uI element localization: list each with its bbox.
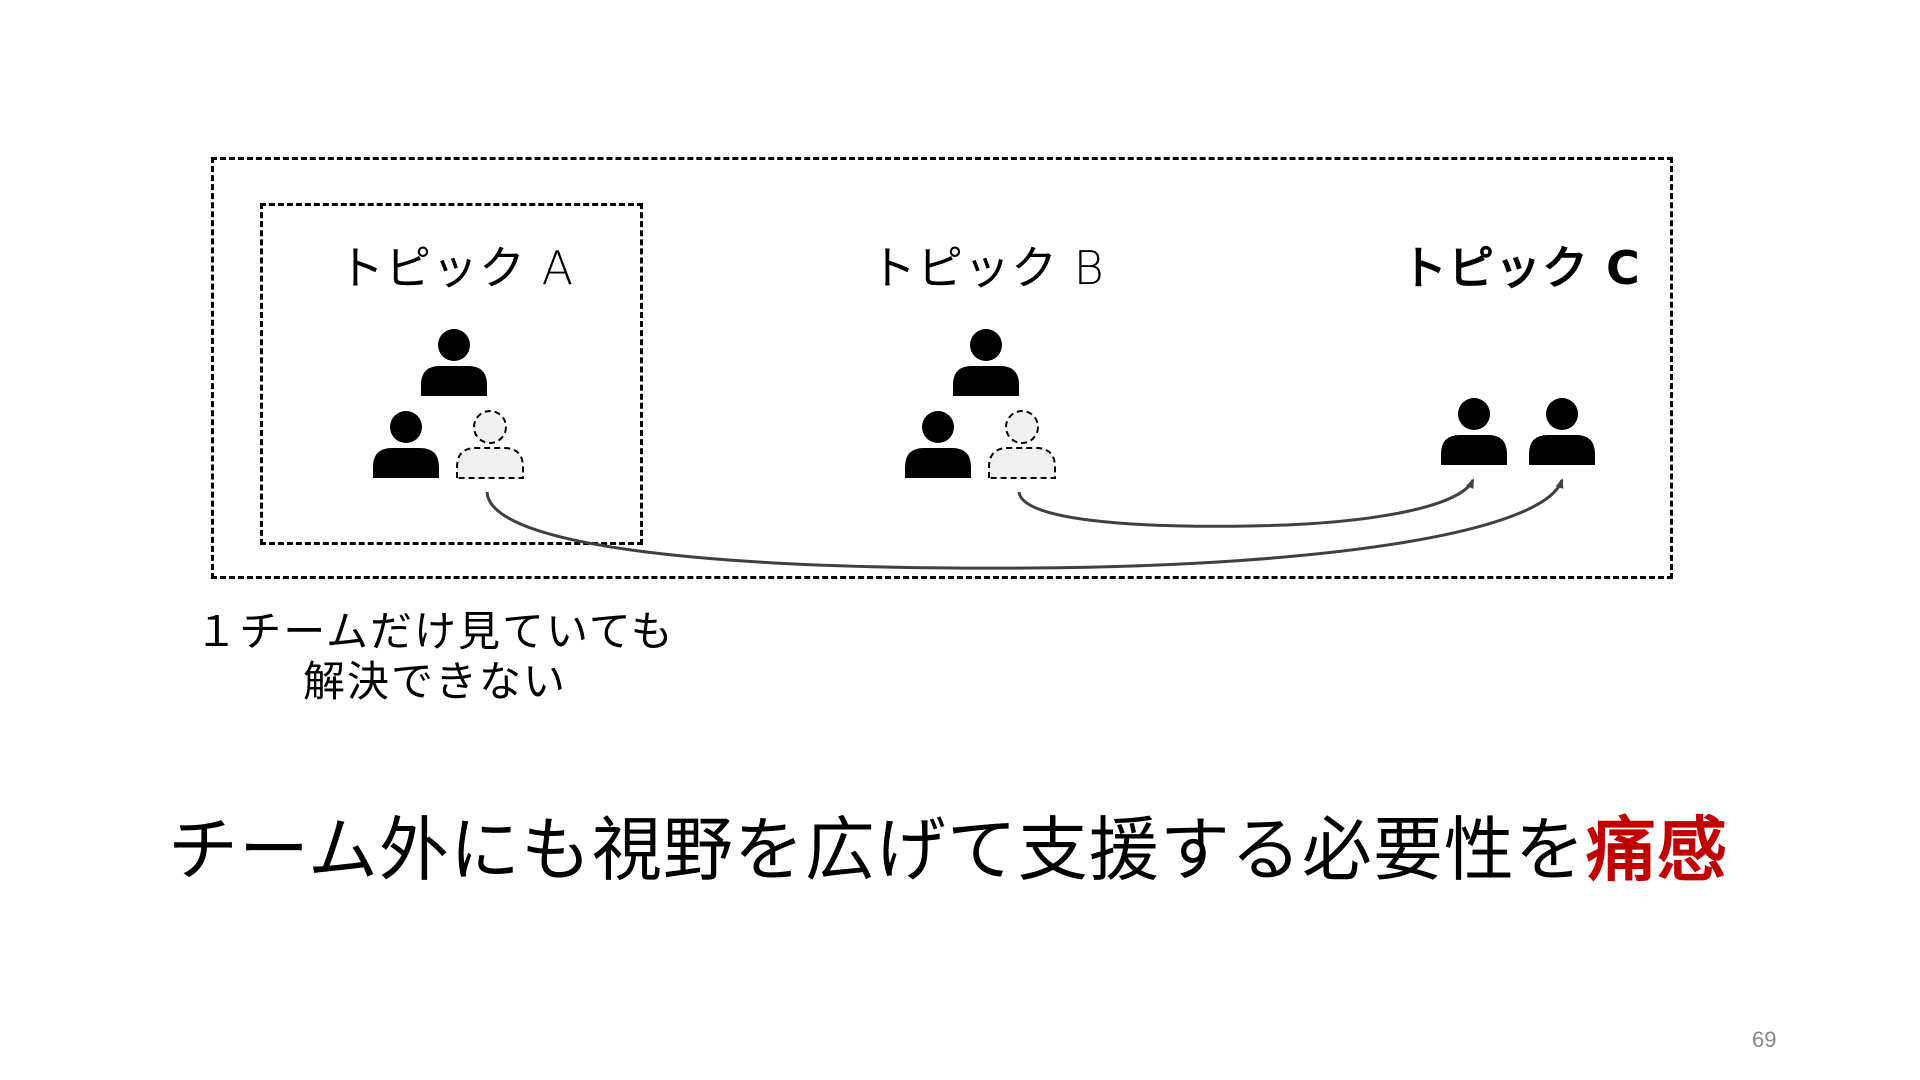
topic-b-label: トピック B — [870, 241, 1105, 295]
outer-dashed-frame — [211, 157, 1673, 579]
conclusion-text: チーム外にも視野を広げて支援する必要性を痛感 — [168, 815, 1728, 885]
conclusion-main: チーム外にも視野を広げて支援する必要性を — [168, 809, 1586, 891]
note-line-1: １チームだけ見ていても — [195, 607, 675, 656]
note-line-2: 解決できない — [302, 657, 567, 706]
inner-dashed-frame — [260, 203, 643, 545]
page-number: 69 — [1752, 1027, 1777, 1052]
conclusion-emphasis: 痛感 — [1585, 809, 1728, 891]
topic-c-label: トピック C — [1401, 241, 1641, 295]
topic-a-label: トピック A — [338, 241, 575, 295]
